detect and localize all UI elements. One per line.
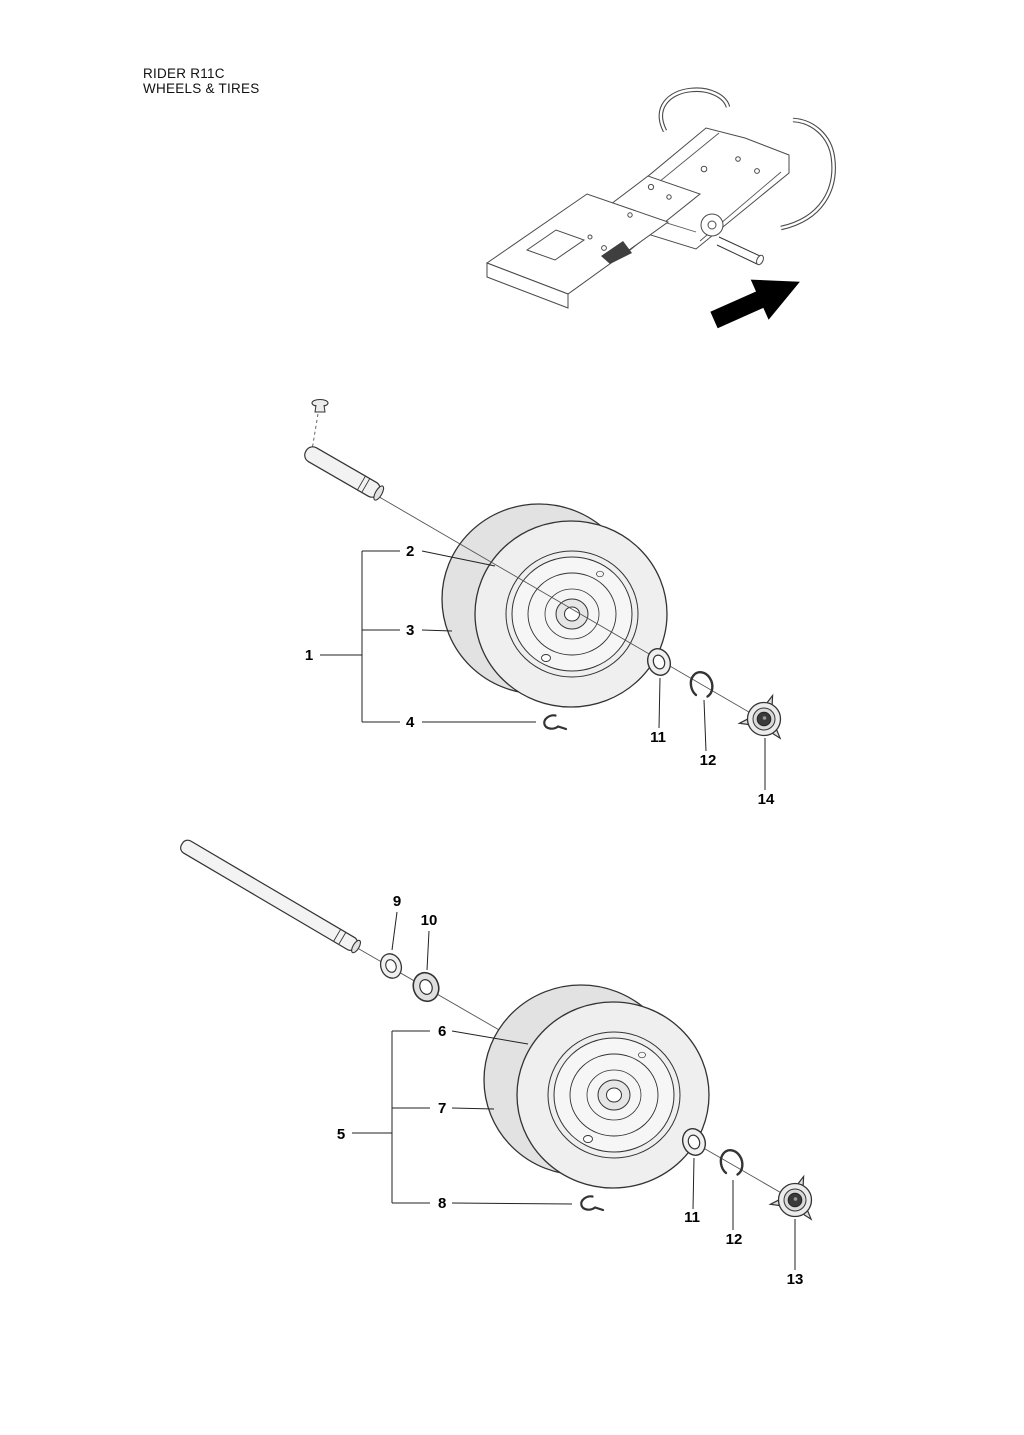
pin-cap: [311, 398, 329, 451]
hook-clip-8: [580, 1195, 605, 1212]
callout-11-upper: 11: [650, 729, 666, 746]
page-title: RIDER R11C WHEELS & TIRES: [143, 66, 260, 96]
callout-2: 2: [406, 543, 414, 560]
callout-1: 1: [305, 647, 313, 664]
front-wheel: [441, 503, 668, 708]
upper-leader-lines: [421, 550, 766, 790]
upper-callout-bracket: [320, 550, 400, 723]
callout-5: 5: [337, 1126, 345, 1143]
callout-9: 9: [393, 893, 401, 910]
chassis-cutout: [601, 241, 632, 264]
c-clip-12-lower: [719, 1149, 744, 1176]
callout-7: 7: [438, 1100, 446, 1117]
chassis-thumbnail: [485, 87, 836, 309]
axle-stub: [756, 254, 764, 266]
callout-12-upper: 12: [700, 752, 717, 769]
callout-11-lower: 11: [684, 1209, 700, 1226]
lower-leader-lines: [391, 911, 796, 1270]
assembly-axis-line: [325, 465, 767, 723]
lower-wheel-assembly: 9 10 5 6 7 8 11 12 13: [177, 837, 813, 1288]
callout-12-lower: 12: [726, 1231, 743, 1248]
hub-cap-14: [738, 694, 782, 739]
lower-callout-bracket: [352, 1030, 430, 1204]
callout-3: 3: [406, 622, 414, 639]
axle-pin: [301, 443, 387, 503]
section-title: WHEELS & TIRES: [143, 81, 260, 96]
axle-shaft: [177, 837, 363, 955]
callout-8: 8: [438, 1195, 446, 1212]
callout-14: 14: [758, 791, 775, 808]
location-arrow-icon: [710, 279, 800, 329]
callout-4: 4: [406, 714, 415, 731]
model-title: RIDER R11C: [143, 66, 225, 81]
callout-10: 10: [421, 912, 438, 929]
callout-6: 6: [438, 1023, 446, 1040]
hook-clip-4: [543, 714, 568, 731]
callout-13: 13: [787, 1271, 804, 1288]
upper-wheel-assembly: 1 2 3 4 11 12 14: [301, 398, 782, 808]
rear-handle-tube: [780, 117, 836, 231]
hub-cap-13: [769, 1175, 813, 1220]
bushing-10: [408, 968, 444, 1006]
rear-wheel: [483, 984, 710, 1189]
washer-9: [376, 950, 406, 982]
